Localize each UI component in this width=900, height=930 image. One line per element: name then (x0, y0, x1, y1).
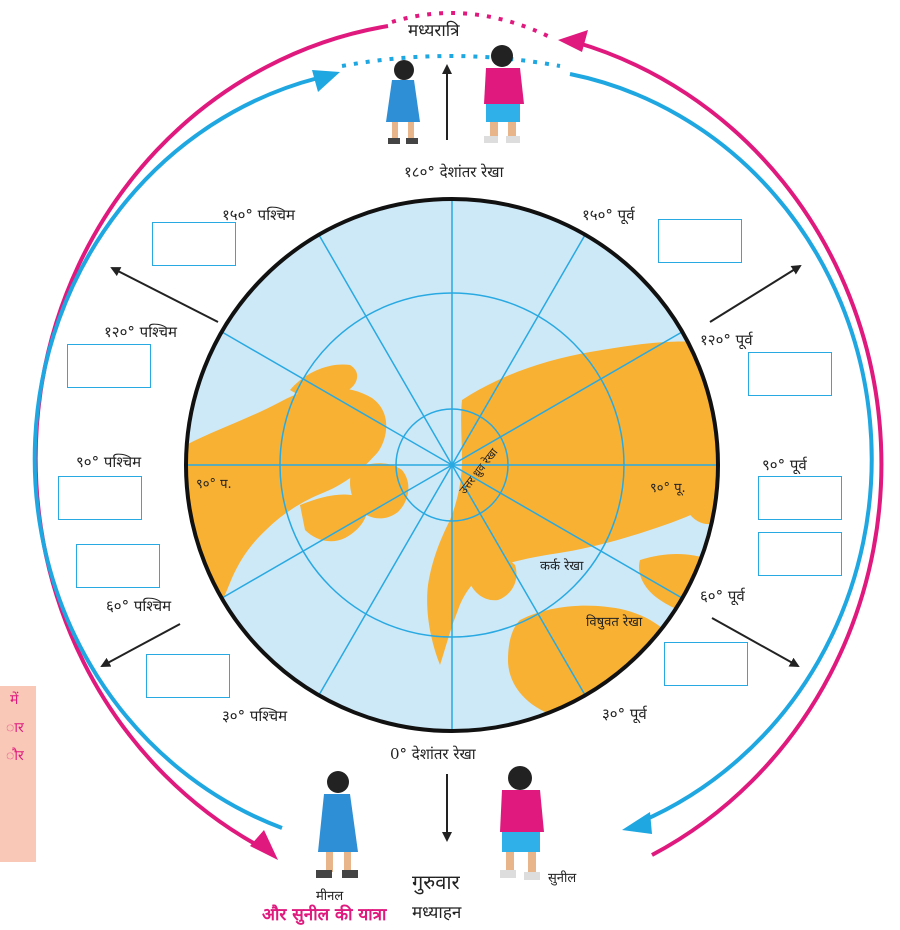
label-120-east: १२०° पूर्व (700, 331, 753, 349)
answer-box-150-east[interactable] (658, 219, 742, 263)
map-label-90-west-short: ९०° प. (196, 477, 232, 492)
answer-box-60-east[interactable] (664, 642, 748, 686)
land-alaska-arctic (290, 364, 358, 397)
side-note-box (0, 686, 36, 862)
answer-box-60-west[interactable] (76, 544, 160, 588)
arrow-se (711, 617, 800, 667)
land-asia-north (517, 374, 700, 433)
blue-arrowhead-right (622, 812, 652, 834)
blue-dotted-top (341, 54, 561, 68)
answer-box-90-west[interactable] (58, 476, 142, 520)
blue-arrowhead-left (312, 70, 340, 92)
girl-figure-top (386, 60, 420, 144)
answer-box-150-west[interactable] (152, 222, 236, 266)
midnight-label: मध्यरात्रि (408, 21, 460, 41)
land-north-america (186, 387, 387, 625)
arrow-ne (709, 264, 802, 323)
side-note-line-2: ार (6, 720, 24, 736)
land-greenland (350, 463, 409, 519)
globe-outline (184, 197, 720, 733)
label-150-east: १५०° पूर्व (582, 206, 635, 224)
answer-box-120-east[interactable] (748, 352, 832, 396)
boy-figure-bottom (500, 766, 544, 880)
figure-caption: और सुनील की यात्रा (262, 905, 387, 925)
label-120-west: १२०° पश्चिम (104, 323, 177, 341)
travel-arcs (32, 11, 884, 860)
label-30-west: ३०° पश्चिम (222, 707, 288, 725)
magenta-arc-right (574, 40, 884, 857)
answer-box-120-west[interactable] (67, 344, 151, 388)
label-90-east: ९०° पूर्व (762, 456, 807, 474)
label-150-west: १५०° पश्चिम (222, 206, 295, 224)
magenta-arrowhead-left (250, 830, 278, 860)
girl-name: मीनल (316, 889, 344, 904)
map-label-90-east-short: ९०° पू. (650, 481, 686, 496)
thursday-label: गुरुवार (412, 870, 460, 894)
answer-box-30-west[interactable] (146, 654, 230, 698)
answer-box-75-east[interactable] (758, 532, 842, 576)
label-60-west: ६०° पश्चिम (106, 597, 172, 615)
boy-figure-top (484, 45, 524, 143)
blue-arc-left (32, 76, 319, 830)
arrow-sw (100, 623, 181, 667)
globe (184, 197, 720, 733)
girl-figure-bottom (316, 771, 358, 878)
label-90-west: ९०° पश्चिम (76, 453, 142, 471)
meridian-180-label: १८०° देशांतर रेखा (404, 163, 504, 181)
land-north-america-east (300, 494, 368, 542)
land-europe-peninsula (468, 555, 517, 601)
map-label-equator: विषुवत रेखा (586, 615, 643, 630)
magenta-arrowhead-right (558, 30, 588, 52)
noon-label: मध्याहन (412, 903, 462, 923)
boy-name: सुनील (548, 871, 577, 886)
map-label-tropic-of-cancer: कर्क रेखा (540, 559, 584, 574)
label-60-east: ६०° पूर्व (700, 587, 745, 605)
side-note-line-1: में (10, 692, 19, 708)
meridian-0-label: 0° देशांतर रेखा (390, 745, 476, 763)
direction-arrows (100, 64, 802, 842)
side-note-line-3: ौर (6, 748, 24, 764)
answer-box-90-east[interactable] (758, 476, 842, 520)
meridian-150 (318, 234, 586, 696)
magenta-dotted-top (391, 11, 553, 40)
label-30-east: ३०° पूर्व (602, 705, 647, 723)
arrow-nw (110, 267, 219, 323)
blue-arc-right (569, 72, 874, 824)
latitude-longitude-grid (186, 199, 718, 731)
